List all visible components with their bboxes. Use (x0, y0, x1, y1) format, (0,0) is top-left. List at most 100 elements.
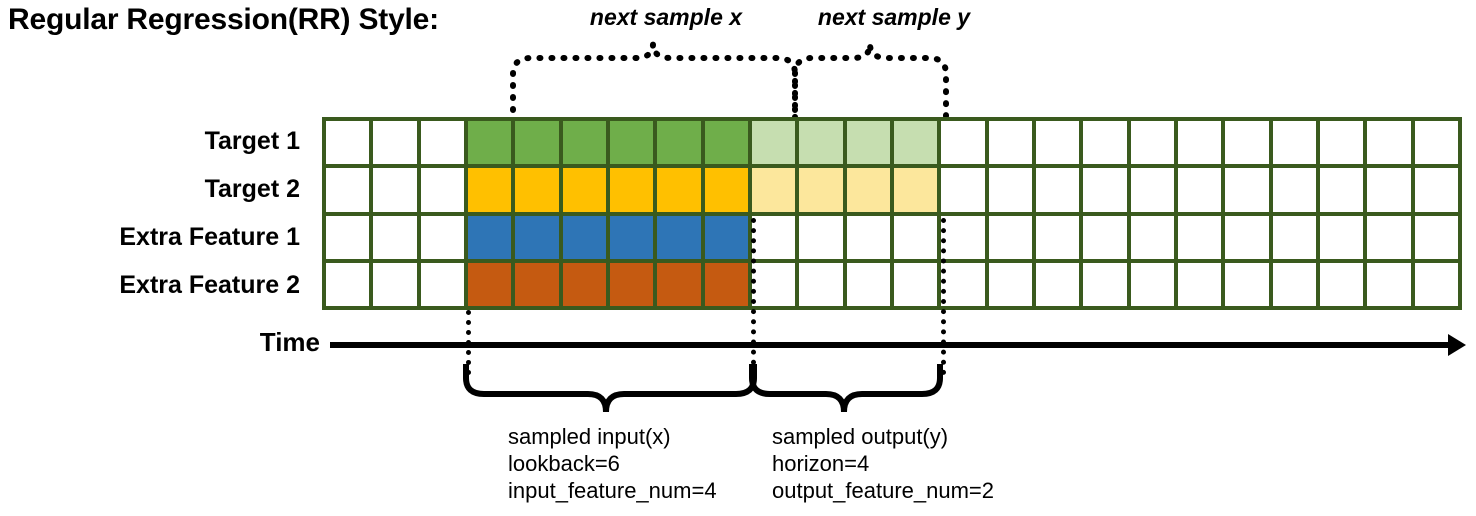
grid-cell-r1-c14 (941, 121, 985, 165)
grid-cell-r3-c3 (420, 215, 464, 259)
grid-cell-r1-c24 (1414, 121, 1458, 165)
grid-cell-r2-c19 (1177, 168, 1222, 212)
grid-cell-r1-c4 (467, 121, 512, 165)
grid-cell-r1-c19 (1177, 121, 1222, 165)
grid-cell-r4-c8 (657, 262, 701, 306)
grid-cell-r1-c2 (373, 121, 417, 165)
grid-cell-r3-c7 (609, 215, 654, 259)
grid-cell-r1-c3 (420, 121, 464, 165)
grid-cell-r4-c20 (1225, 262, 1269, 306)
grid-cell-r4-c3 (420, 262, 464, 306)
sampled-output-brace (748, 364, 948, 420)
grid-row-extra-feature-2 (326, 262, 1458, 306)
grid-cell-r3-c2 (373, 215, 417, 259)
row-label-extra-feature-1: Extra Feature 1 (119, 223, 300, 251)
grid-cell-r4-c1 (326, 262, 370, 306)
grid-cell-r1-c11 (799, 121, 843, 165)
grid-cell-r2-c8 (657, 168, 701, 212)
grid-cell-r4-c13 (893, 262, 938, 306)
row-label-target-1: Target 1 (204, 127, 300, 155)
right-arrow-icon (1448, 334, 1466, 356)
grid-cell-r2-c2 (373, 168, 417, 212)
grid-cell-r4-c22 (1319, 262, 1364, 306)
grid-cell-r1-c21 (1272, 121, 1316, 165)
grid-cell-r4-c14 (941, 262, 985, 306)
grid-cell-r2-c20 (1225, 168, 1269, 212)
grid-cell-r3-c19 (1177, 215, 1222, 259)
sampled-input-caption: sampled input(x) lookback=6 input_featur… (508, 423, 717, 504)
grid-cell-r2-c14 (941, 168, 985, 212)
grid-cell-r4-c16 (1035, 262, 1080, 306)
grid-cell-r2-c24 (1414, 168, 1458, 212)
grid-cell-r4-c18 (1130, 262, 1174, 306)
grid-cell-r2-c18 (1130, 168, 1174, 212)
grid-cell-r3-c9 (704, 215, 748, 259)
timeseries-grid (322, 117, 1462, 310)
grid-cell-r2-c21 (1272, 168, 1316, 212)
sampled-output-horizon: horizon=4 (772, 451, 870, 476)
grid-cell-r4-c24 (1414, 262, 1458, 306)
grid-cell-r3-c5 (515, 215, 559, 259)
time-axis-label: Time (259, 327, 320, 357)
grid-cell-r2-c1 (326, 168, 370, 212)
grid-cell-r4-c21 (1272, 262, 1316, 306)
sampled-output-feature-num: output_feature_num=2 (772, 478, 995, 503)
grid-cell-r1-c15 (988, 121, 1032, 165)
grid-cell-r4-c23 (1367, 262, 1411, 306)
grid-cell-r4-c15 (988, 262, 1032, 306)
grid-row-extra-feature-1 (326, 215, 1458, 259)
row-label-extra-feature-2: Extra Feature 2 (119, 271, 300, 299)
grid-cell-r2-c12 (846, 168, 890, 212)
grid-cell-r3-c4 (467, 215, 512, 259)
grid-cell-r1-c18 (1130, 121, 1174, 165)
grid-cell-r2-c13 (893, 168, 938, 212)
grid-cell-r1-c13 (893, 121, 938, 165)
sampled-input-lookback: lookback=6 (508, 451, 620, 476)
grid-cell-r2-c9 (704, 168, 748, 212)
grid-cell-r3-c14 (941, 215, 985, 259)
grid-cell-r1-c12 (846, 121, 890, 165)
grid-cell-r1-c6 (562, 121, 606, 165)
grid-cell-r1-c8 (657, 121, 701, 165)
grid-cell-r2-c3 (420, 168, 464, 212)
row-label-column: Target 1 Target 2 Extra Feature 1 Extra … (0, 117, 312, 309)
page-title: Regular Regression(RR) Style: (8, 3, 439, 36)
grid-cell-r1-c22 (1319, 121, 1364, 165)
grid-cell-r1-c10 (751, 121, 796, 165)
grid-cell-r4-c19 (1177, 262, 1222, 306)
grid-cell-r1-c17 (1083, 121, 1127, 165)
grid-cell-r2-c6 (562, 168, 606, 212)
output-end-guide (941, 218, 946, 375)
grid-cell-r3-c13 (893, 215, 938, 259)
grid-cell-r4-c17 (1083, 262, 1127, 306)
grid-cell-r2-c17 (1083, 168, 1127, 212)
grid-cell-r3-c17 (1083, 215, 1127, 259)
grid-cell-r2-c23 (1367, 168, 1411, 212)
grid-cell-r3-c6 (562, 215, 606, 259)
grid-cell-r1-c16 (1035, 121, 1080, 165)
sampled-input-feature-num: input_feature_num=4 (508, 478, 717, 503)
grid-cell-r2-c15 (988, 168, 1032, 212)
time-axis-line (330, 342, 1458, 348)
grid-cell-r2-c16 (1035, 168, 1080, 212)
next-sample-y-brace (788, 34, 953, 124)
grid-cell-r3-c16 (1035, 215, 1080, 259)
next-sample-x-caption: next sample x (589, 4, 743, 30)
grid-row-target-1 (326, 121, 1458, 165)
sampled-output-caption: sampled output(y) horizon=4 output_featu… (772, 423, 994, 504)
grid-cell-r2-c10 (751, 168, 796, 212)
grid-cell-r4-c7 (609, 262, 654, 306)
grid-cell-r3-c22 (1319, 215, 1364, 259)
grid-cell-r4-c5 (515, 262, 559, 306)
sampled-input-brace (462, 364, 758, 420)
grid-cell-r2-c11 (799, 168, 843, 212)
next-sample-y-caption: next sample y (817, 4, 971, 30)
grid-cell-r3-c8 (657, 215, 701, 259)
grid-row-target-2 (326, 168, 1458, 212)
grid-cell-r1-c1 (326, 121, 370, 165)
grid-cell-r2-c5 (515, 168, 559, 212)
grid-cell-r1-c7 (609, 121, 654, 165)
grid-cell-r1-c5 (515, 121, 559, 165)
next-sample-x-brace (505, 34, 805, 124)
